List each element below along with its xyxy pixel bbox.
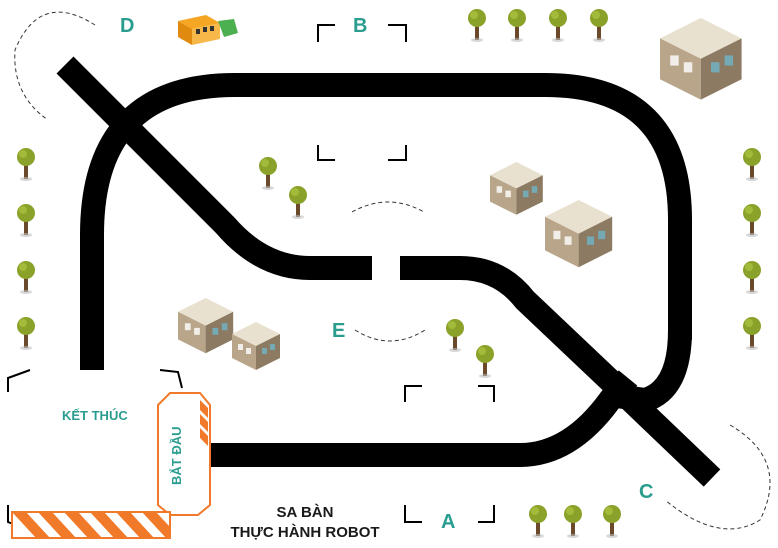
hatched-start-bar: [11, 511, 171, 539]
board-title-line2: THỰC HÀNH ROBOT: [230, 524, 379, 541]
track-diagonal-d: [56, 56, 372, 280]
track-diagonal-c: [400, 256, 721, 487]
checkpoint-e-label: E: [332, 320, 345, 342]
checkpoint-e-lower-arc: [354, 329, 426, 342]
checkpoint-b-zone: [317, 24, 407, 161]
track-main-loop: [80, 73, 692, 370]
checkpoint-e-upper-arc: [351, 201, 425, 213]
start-zone: [157, 392, 211, 516]
checkpoint-b-label: B: [353, 15, 367, 37]
building-icon: [178, 298, 234, 354]
checkpoint-d-arc: [14, 11, 96, 121]
bus-icon: [178, 15, 238, 45]
start-label: BẮT ĐẦU: [169, 427, 184, 486]
checkpoint-a-label: A: [441, 511, 455, 533]
building-icon: [490, 162, 543, 215]
track-bottom: [210, 370, 638, 467]
checkpoint-a-zone: [404, 385, 495, 523]
building-icon: [660, 18, 742, 100]
track: [56, 56, 721, 487]
finish-zone: [7, 369, 183, 531]
board-title-line1: SA BÀN: [277, 504, 334, 521]
checkpoint-d-label: D: [120, 15, 134, 37]
checkpoint-c-label: C: [639, 481, 653, 503]
checkpoint-c-arc: [664, 424, 771, 530]
finish-label: KẾT THÚC: [62, 408, 128, 423]
building-icon: [232, 322, 280, 370]
building-icon: [545, 200, 613, 268]
